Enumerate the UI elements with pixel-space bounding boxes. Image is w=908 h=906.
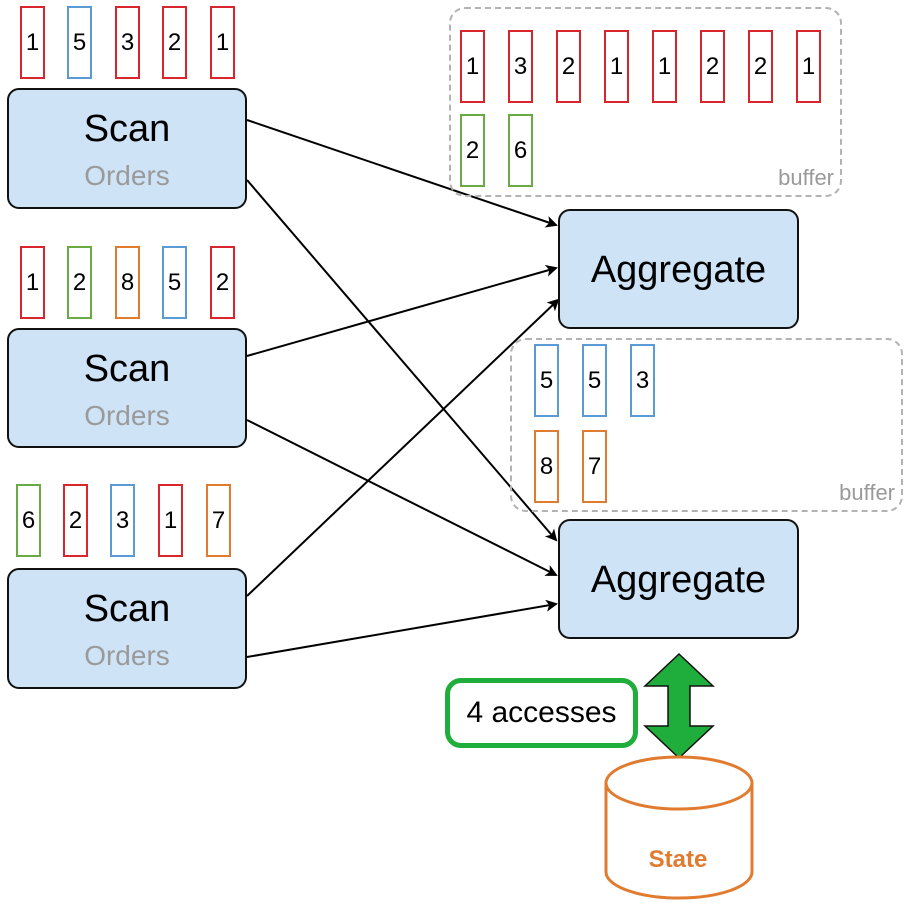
record-token: 2 <box>63 484 88 557</box>
record-token: 1 <box>20 246 45 319</box>
access-count-label: 4 accesses <box>445 678 638 748</box>
scan-node-subtitle: Orders <box>84 640 170 671</box>
aggregate-node-title: Aggregate <box>590 249 767 291</box>
state-label: State <box>648 846 708 873</box>
buffer-bottom-label: buffer <box>839 480 895 505</box>
edge-scan1-agg2 <box>246 179 558 542</box>
edge-scan3-agg1 <box>246 298 560 597</box>
buffer-top: buffer <box>449 7 842 197</box>
scan-node-1[interactable]: Scan Orders <box>7 88 247 209</box>
edge-scan2-agg2 <box>246 419 558 576</box>
record-token: 1 <box>20 6 45 79</box>
scan-node-title: Scan <box>83 588 171 630</box>
record-token: 2 <box>67 246 92 319</box>
buffer-record-token: 7 <box>582 430 607 503</box>
edge-scan2-agg1 <box>246 264 558 357</box>
buffer-record-token: 3 <box>630 344 655 417</box>
record-token: 1 <box>158 484 183 557</box>
edge-scan1-agg1 <box>246 119 558 228</box>
buffer-record-token: 5 <box>582 344 607 417</box>
record-token: 7 <box>206 484 231 557</box>
buffer-record-token: 2 <box>748 30 773 103</box>
record-token: 5 <box>162 246 187 319</box>
buffer-record-token: 1 <box>604 30 629 103</box>
buffer-record-token: 3 <box>508 30 533 103</box>
double-arrow-icon <box>643 652 715 760</box>
scan-node-2[interactable]: Scan Orders <box>7 328 247 448</box>
buffer-bottom: buffer <box>510 338 903 512</box>
buffer-record-token: 2 <box>556 30 581 103</box>
record-token: 3 <box>110 484 135 557</box>
record-token: 1 <box>210 6 235 79</box>
buffer-record-token: 2 <box>460 114 485 187</box>
buffer-record-token: 1 <box>796 30 821 103</box>
state-cylinder-icon <box>604 755 754 900</box>
aggregate-node-1[interactable]: Aggregate <box>558 209 799 329</box>
record-token: 2 <box>210 246 235 319</box>
record-token: 5 <box>67 6 92 79</box>
edge-scan3-agg2 <box>246 599 558 658</box>
buffer-record-token: 2 <box>700 30 725 103</box>
buffer-top-label: buffer <box>778 165 834 190</box>
access-count-text: 4 accesses <box>466 696 617 729</box>
scan-node-title: Scan <box>83 348 171 390</box>
record-token: 6 <box>16 484 41 557</box>
scan-node-subtitle: Orders <box>84 400 170 431</box>
record-token: 8 <box>115 246 140 319</box>
buffer-record-token: 1 <box>652 30 677 103</box>
aggregate-node-2[interactable]: Aggregate <box>558 519 799 639</box>
scan-node-subtitle: Orders <box>84 160 170 191</box>
scan-node-title: Scan <box>83 108 171 150</box>
record-token: 2 <box>162 6 187 79</box>
buffer-record-token: 6 <box>508 114 533 187</box>
buffer-record-token: 8 <box>534 430 559 503</box>
buffer-record-token: 5 <box>534 344 559 417</box>
aggregate-node-title: Aggregate <box>590 559 767 601</box>
scan-node-3[interactable]: Scan Orders <box>7 568 247 689</box>
record-token: 3 <box>115 6 140 79</box>
buffer-record-token: 1 <box>460 30 485 103</box>
